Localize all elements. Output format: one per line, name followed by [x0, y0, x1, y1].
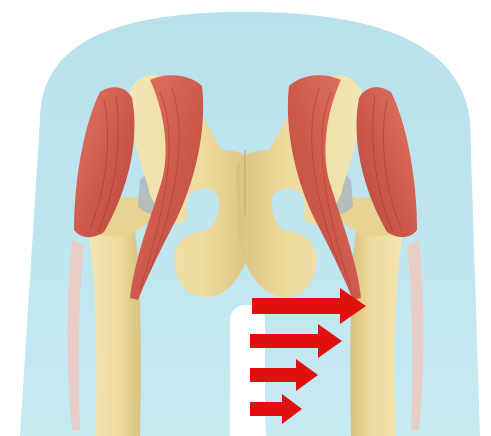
anatomy-illustration [0, 0, 491, 436]
